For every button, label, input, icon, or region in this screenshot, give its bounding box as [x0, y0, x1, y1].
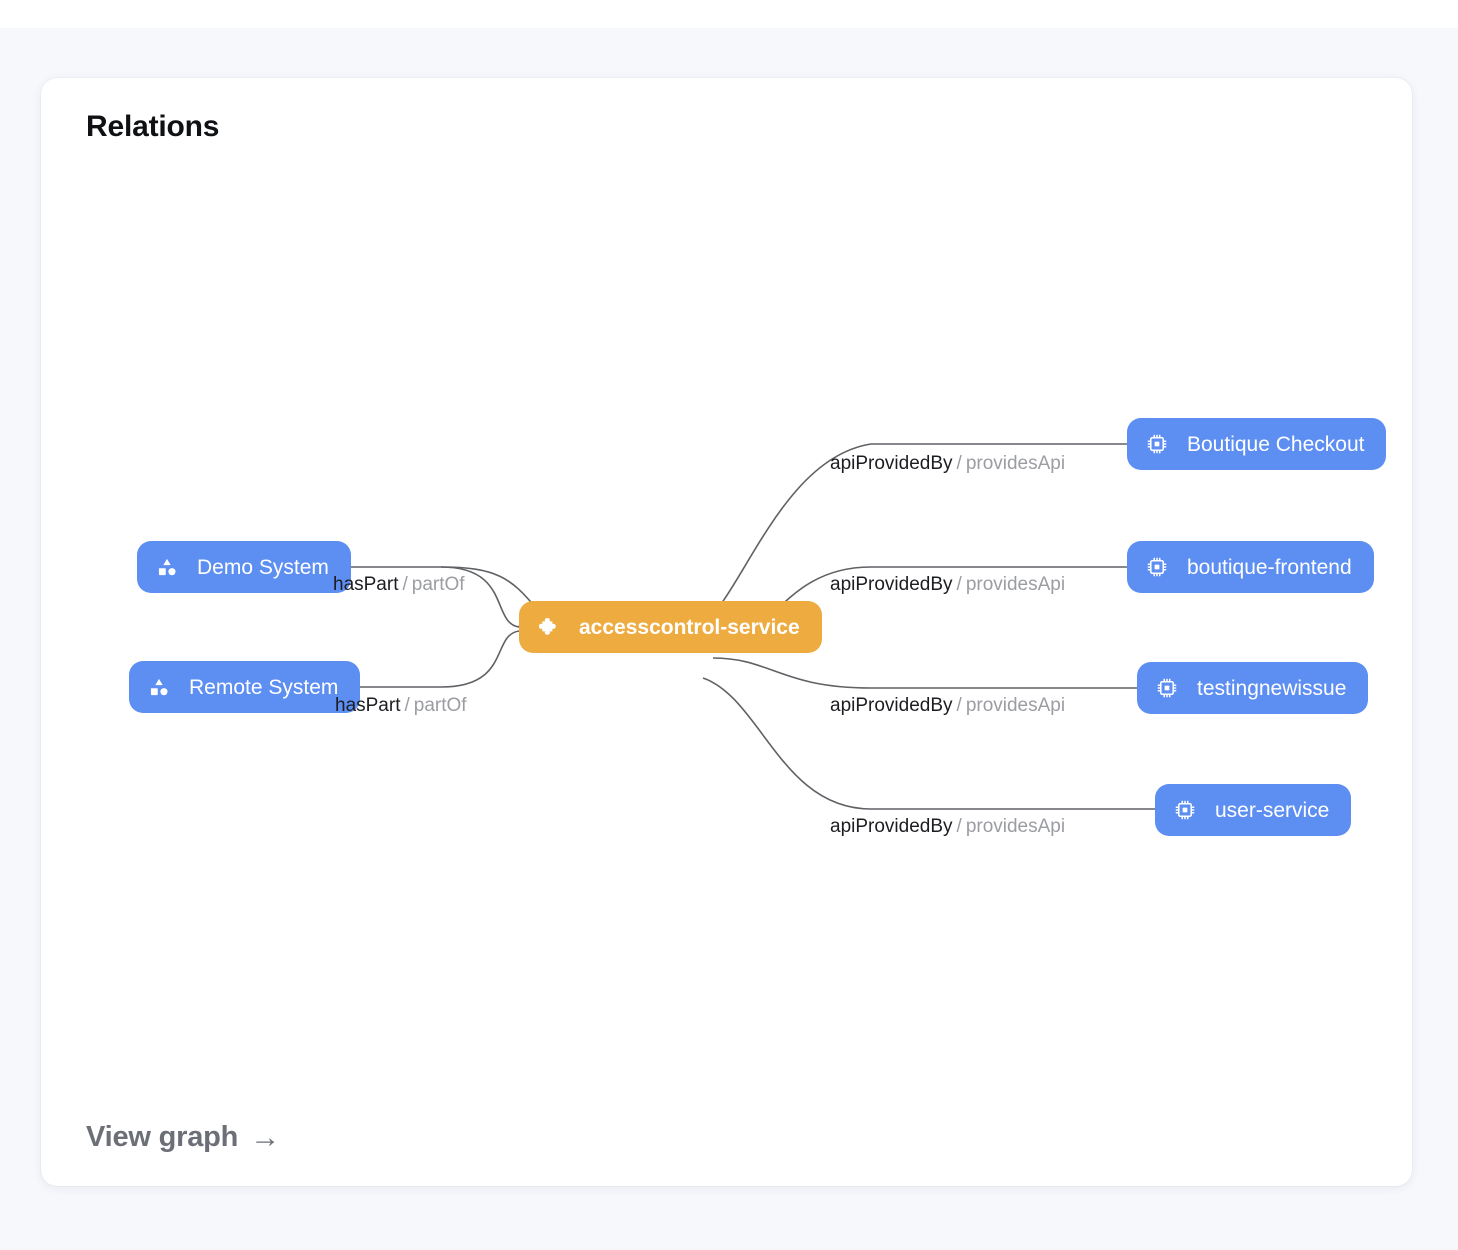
- edge-label-testingnewissue: apiProvidedBy/providesApi: [830, 696, 1065, 715]
- edge-label-reverse: providesApi: [965, 816, 1066, 837]
- graph-node-testingnewissue[interactable]: testingnewissue: [1137, 662, 1369, 714]
- edge-label-boutique-frontend: apiProvidedBy/providesApi: [830, 575, 1065, 594]
- graph-node-label: Remote System: [189, 675, 339, 699]
- graph-node-accesscontrol-service[interactable]: accesscontrol-service: [519, 601, 822, 653]
- arrow-right-icon: →: [250, 1120, 280, 1154]
- cpu-chip-icon: [1145, 432, 1169, 456]
- edge-label-forward: hasPart: [335, 695, 401, 716]
- graph-node-user-service[interactable]: user-service: [1155, 784, 1352, 836]
- edge-label-demo-system: hasPart/partOf: [333, 575, 465, 594]
- cpu-chip-icon: [1145, 555, 1169, 579]
- cpu-chip-icon: [1173, 798, 1197, 822]
- edge-label-separator: /: [404, 695, 410, 716]
- page-title: Relations: [86, 110, 220, 143]
- cpu-chip-icon: [1155, 676, 1179, 700]
- view-graph-label: View graph: [86, 1121, 239, 1153]
- edge-label-forward: apiProvidedBy: [830, 574, 953, 595]
- edge-label-forward: hasPart: [333, 574, 399, 595]
- edge-label-separator: /: [956, 453, 962, 474]
- edge-path-remote-system: [301, 630, 520, 688]
- edge-label-boutique-checkout: apiProvidedBy/providesApi: [830, 454, 1065, 473]
- graph-node-boutique-frontend[interactable]: boutique-frontend: [1127, 541, 1374, 593]
- graph-node-label: boutique-frontend: [1187, 555, 1352, 579]
- edge-label-reverse: partOf: [413, 695, 467, 716]
- graph-node-label: Demo System: [197, 555, 329, 579]
- edge-label-forward: apiProvidedBy: [830, 453, 953, 474]
- category-shapes-icon: [155, 555, 179, 579]
- edge-label-remote-system: hasPart/partOf: [335, 696, 467, 715]
- category-shapes-icon: [147, 675, 171, 699]
- edge-label-separator: /: [956, 695, 962, 716]
- edge-label-reverse: providesApi: [965, 574, 1066, 595]
- graph-node-boutique-checkout[interactable]: Boutique Checkout: [1127, 418, 1387, 470]
- relations-graph: Demo System Remote System: [41, 78, 1412, 1186]
- edge-label-forward: apiProvidedBy: [830, 816, 953, 837]
- edge-label-reverse: providesApi: [965, 453, 1066, 474]
- edge-label-separator: /: [956, 574, 962, 595]
- graph-node-label: Boutique Checkout: [1187, 432, 1365, 456]
- edge-label-forward: apiProvidedBy: [830, 695, 953, 716]
- graph-node-label: user-service: [1215, 798, 1330, 822]
- view-graph-link[interactable]: View graph →: [86, 1121, 280, 1154]
- edge-label-separator: /: [956, 816, 962, 837]
- edge-label-reverse: partOf: [411, 574, 465, 595]
- relations-card: Relations: [41, 78, 1412, 1186]
- edge-path-user-service: [702, 677, 1156, 810]
- graph-node-demo-system[interactable]: Demo System: [137, 541, 351, 593]
- edge-label-user-service: apiProvidedBy/providesApi: [830, 817, 1065, 836]
- edge-path-testingnewissue: [712, 657, 1139, 689]
- edge-path-demo-system-tail: [440, 566, 520, 628]
- edge-label-reverse: providesApi: [965, 695, 1066, 716]
- puzzle-piece-icon: [537, 615, 561, 639]
- graph-node-label: accesscontrol-service: [579, 615, 800, 639]
- graph-node-remote-system[interactable]: Remote System: [129, 661, 361, 713]
- edge-label-separator: /: [402, 574, 408, 595]
- graph-node-label: testingnewissue: [1197, 676, 1347, 700]
